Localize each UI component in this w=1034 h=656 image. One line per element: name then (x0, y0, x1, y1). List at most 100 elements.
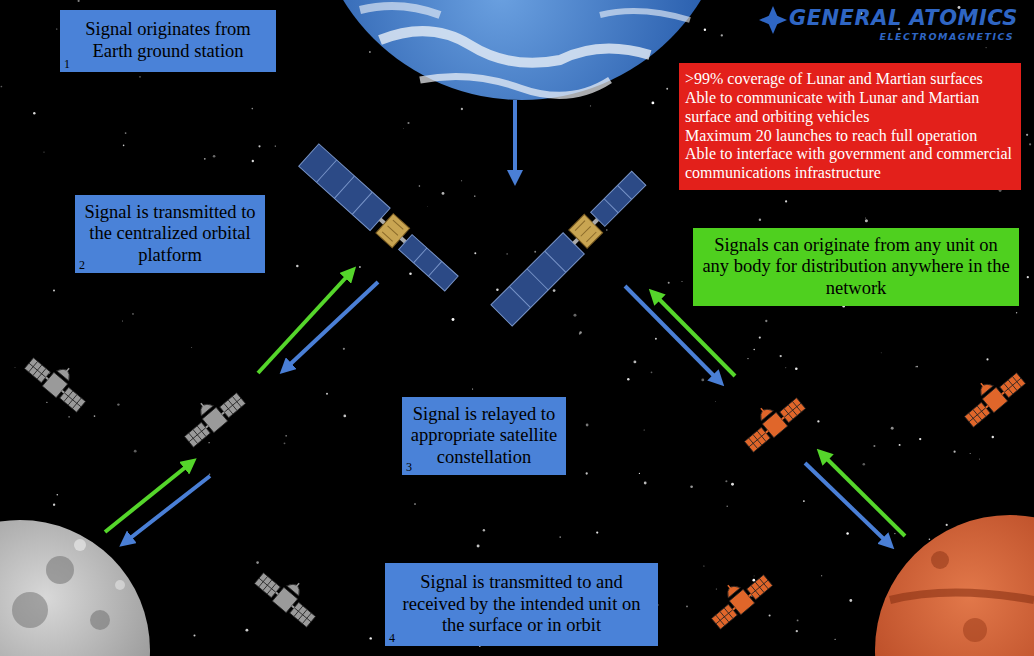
star-dot (245, 629, 248, 632)
star-dot (894, 533, 895, 534)
star-dot (899, 444, 901, 446)
star-dot (258, 145, 260, 147)
star-dot (703, 565, 704, 566)
star-dot (863, 463, 866, 466)
star-dot (765, 320, 767, 322)
star-dot (785, 200, 787, 202)
star-dot (43, 151, 44, 152)
star-dot (414, 503, 416, 505)
star-dot (873, 445, 875, 447)
box-text: Signal is relayed to appropriate satelli… (407, 404, 561, 469)
star-dot (208, 442, 209, 443)
star-dot (461, 108, 463, 110)
star-dot (483, 529, 485, 531)
star-dot (507, 253, 508, 254)
logo-text: GENERAL ATOMICS (789, 6, 1018, 30)
star-dot (986, 358, 988, 360)
box-text: Signals can originate from any unit on a… (701, 235, 1011, 300)
star-dot (946, 524, 948, 526)
step-box: Signal is transmitted to the centralized… (75, 195, 265, 273)
star-dot (496, 289, 499, 292)
star-dot (633, 360, 636, 363)
star-dot (409, 273, 412, 276)
star-dot (865, 219, 868, 222)
star-dot (461, 180, 462, 181)
star-dot (442, 192, 445, 195)
star-dot (849, 599, 852, 602)
box-text: Able to interface with government and co… (685, 145, 1015, 182)
star-dot (716, 588, 717, 589)
star-dot (427, 205, 429, 207)
star-dot (275, 145, 276, 146)
star-dot (655, 338, 657, 340)
star-dot (639, 473, 640, 474)
step-box: Signal originates from Earth ground stat… (60, 10, 276, 72)
star-dot (714, 400, 716, 402)
star-dot (992, 436, 994, 438)
star-dot (56, 29, 57, 30)
mars-body (875, 515, 1034, 656)
star-dot (134, 450, 137, 453)
star-dot (33, 112, 35, 114)
star-dot (452, 318, 455, 321)
star-dot (644, 482, 647, 485)
box-text: Signal originates from Earth ground stat… (68, 19, 268, 62)
star-dot (627, 378, 629, 380)
star-dot (579, 331, 581, 333)
star-dot (690, 485, 693, 488)
star-dot (986, 47, 987, 48)
star-dot (753, 575, 755, 577)
step-number: 3 (406, 461, 412, 473)
star-dot (752, 579, 755, 582)
star-dot (256, 561, 259, 564)
star-dot (296, 265, 299, 268)
star-dot (915, 366, 916, 367)
star-dot (929, 539, 931, 541)
step-box: Signal is transmitted to and received by… (385, 563, 658, 646)
star-dot (780, 355, 782, 357)
star-dot (284, 442, 286, 444)
box-text: Signal is transmitted to and received by… (393, 572, 650, 637)
star-dot (979, 459, 980, 460)
star-dot (681, 281, 683, 283)
star-dot (191, 347, 192, 348)
platform-satellite (299, 144, 462, 295)
star-dot (953, 451, 955, 453)
step-number: 1 (64, 58, 70, 70)
star-dot (753, 349, 755, 351)
star-dot (123, 145, 125, 147)
star-dot (252, 160, 254, 162)
star-dot (817, 420, 819, 422)
star-dot (125, 132, 127, 134)
star-dot (53, 504, 55, 506)
star-dot (651, 371, 653, 373)
star-dot (574, 314, 577, 317)
star-dot (419, 185, 421, 187)
star-dot (343, 415, 346, 418)
star-dot (759, 219, 761, 221)
star-dot (553, 289, 556, 292)
star-dot (369, 637, 371, 639)
star-dot (474, 252, 476, 254)
star-dot (797, 619, 799, 621)
step-number: 4 (389, 632, 395, 644)
star-dot (1016, 312, 1017, 313)
star-dot (409, 272, 411, 274)
star-dot (846, 532, 848, 534)
star-dot (970, 453, 971, 454)
note-box: Signals can originate from any unit on a… (693, 228, 1019, 306)
star-dot (1, 86, 3, 88)
box-text: >99% coverage of Lunar and Martian surfa… (685, 70, 1015, 89)
star-dot (132, 313, 134, 315)
star-dot (193, 634, 195, 636)
star-dot (369, 51, 371, 53)
star-dot (919, 438, 921, 440)
star-dot (204, 158, 206, 160)
star-dot (359, 266, 361, 268)
star-dot (721, 34, 723, 36)
earth-planet (312, 0, 732, 100)
star-dot (559, 536, 561, 538)
star-dot (474, 195, 475, 196)
star-dot (1026, 134, 1028, 136)
star-dot (1029, 143, 1031, 145)
